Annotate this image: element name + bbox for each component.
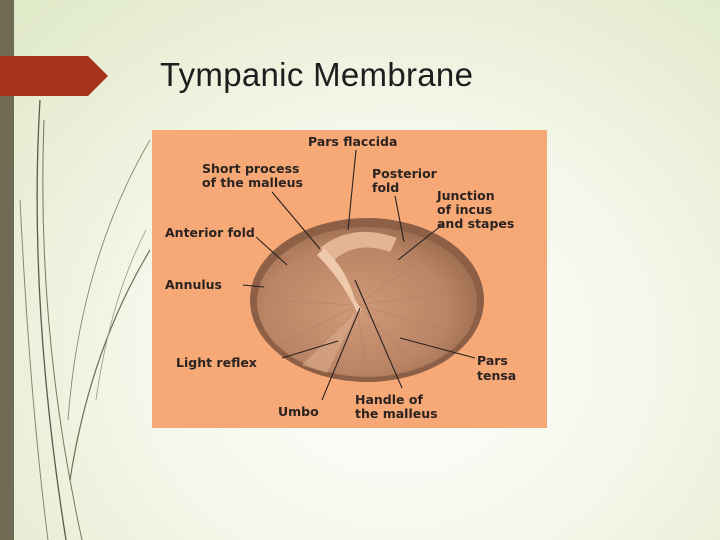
leader-anterior-fold <box>255 236 288 266</box>
label-pars-tensa-line1: Pars <box>477 353 508 368</box>
label-light-reflex: Light reflex <box>176 355 257 370</box>
membrane-fibers <box>266 244 473 378</box>
label-junction-line3: and stapes <box>437 216 514 231</box>
label-handle-line2: the malleus <box>355 406 438 421</box>
malleus-handle <box>317 248 362 312</box>
label-junction-line1: Junction <box>436 188 495 203</box>
leader-handle <box>354 279 403 389</box>
left-accent-bar <box>0 0 14 540</box>
label-posterior-fold-line1: Posterior <box>372 166 438 181</box>
label-posterior-fold-line2: fold <box>372 180 399 195</box>
title-accent-arrow <box>0 56 108 96</box>
leader-posterior-fold <box>394 195 405 243</box>
leader-umbo <box>321 307 361 401</box>
label-junction-line2: of incus <box>437 202 492 217</box>
label-short-process-line1: Short process <box>202 161 299 176</box>
slide-title: Tympanic Membrane <box>160 56 474 93</box>
light-reflex-cone <box>302 312 357 373</box>
label-pars-flaccida: Pars flaccida <box>308 134 397 149</box>
leader-pars-flaccida <box>347 149 357 231</box>
leader-pars-tensa <box>399 337 476 359</box>
label-umbo: Umbo <box>278 404 319 419</box>
label-short-process-line2: of the malleus <box>202 175 303 190</box>
leader-light-reflex <box>281 340 339 359</box>
pars-flaccida-region <box>320 231 397 260</box>
label-annulus: Annulus <box>165 277 222 292</box>
label-anterior-fold: Anterior fold <box>165 225 255 240</box>
tympanic-membrane-diagram: Pars flaccida Short process of the malle… <box>152 130 547 428</box>
label-pars-tensa-line2: tensa <box>477 368 516 383</box>
leader-annulus <box>242 284 265 288</box>
leader-junction <box>397 224 443 261</box>
leader-short-process <box>271 191 321 250</box>
label-handle-line1: Handle of <box>355 392 423 407</box>
membrane <box>257 227 477 377</box>
